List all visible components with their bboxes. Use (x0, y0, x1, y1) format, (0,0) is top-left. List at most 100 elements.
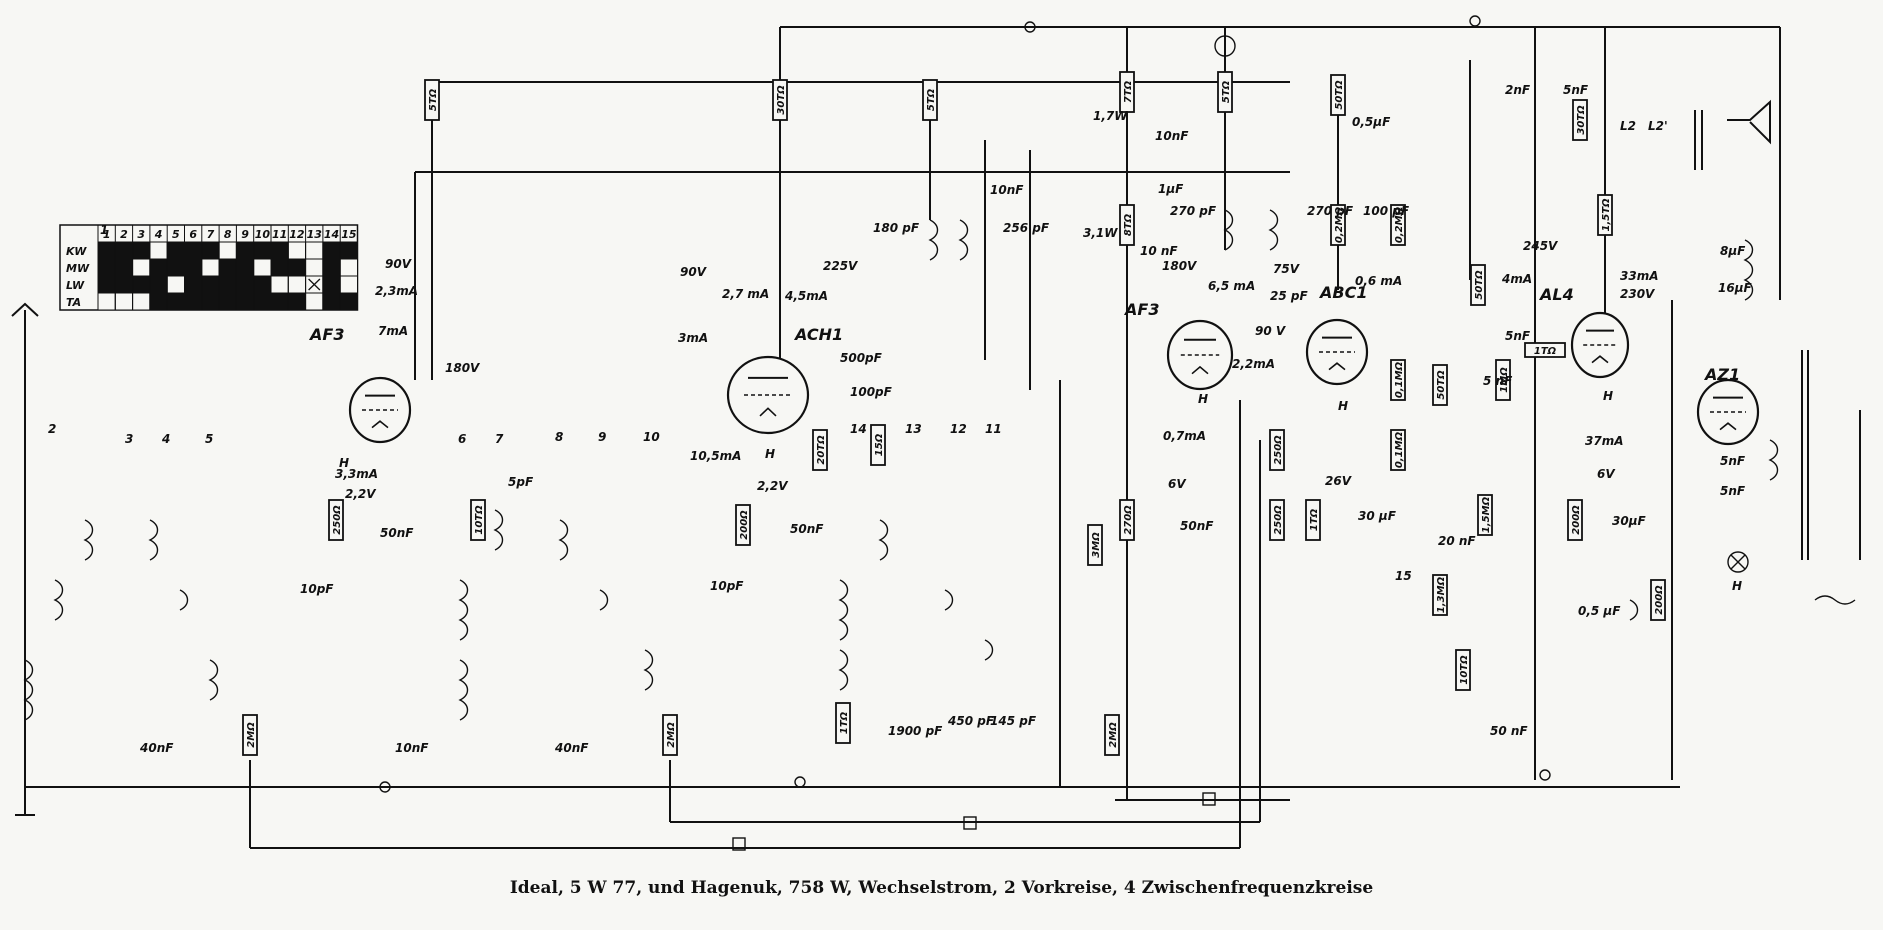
component-label: 4mA (1501, 272, 1532, 286)
component-label: 90 V (1255, 324, 1287, 338)
switch-cell (287, 275, 307, 294)
switch-cell (201, 258, 220, 277)
component-label: H (1732, 579, 1742, 593)
component-label: H (339, 456, 349, 470)
tube-filament (1328, 362, 1346, 371)
plus-terminal-icon (1024, 21, 1036, 33)
component-label: 14 (850, 422, 867, 436)
switch-cell (322, 258, 341, 277)
diagram-caption: Ideal, 5 W 77, und Hagenuk, 758 W, Wechs… (509, 878, 1374, 898)
component-label: 180 pF (873, 221, 920, 235)
switch-cell (270, 275, 289, 294)
switch-cell (184, 292, 203, 311)
component-label: 500pF (840, 351, 883, 365)
resistor (1390, 359, 1406, 401)
resistor (1390, 204, 1406, 246)
switch-cell (235, 241, 255, 260)
component-label: 30 µF (1358, 509, 1397, 523)
component-label: 10 (643, 430, 660, 444)
component-label: 50nF (380, 526, 414, 540)
resistor (870, 424, 886, 466)
resistor (1305, 499, 1321, 541)
component-label: 10nF (1155, 129, 1189, 143)
component-label: 256 pF (1003, 221, 1050, 235)
switch-cell (166, 241, 185, 260)
resistor (1597, 194, 1613, 236)
switch-cell (322, 275, 341, 294)
component-label: 6V (1597, 467, 1616, 481)
resistor-value: 2MΩ (246, 722, 257, 748)
resistor (1572, 99, 1588, 141)
switch-column-header: 6 (189, 228, 197, 241)
component-label: 0,7mA (1163, 429, 1206, 443)
switch-cell (166, 258, 185, 277)
resistor (1119, 71, 1135, 113)
component-label: 13 (905, 422, 922, 436)
resistor (922, 79, 938, 121)
resistor-value: 250Ω (1273, 505, 1284, 535)
resistor-value: 0,1MΩ (1394, 361, 1405, 398)
component-label: 1 (100, 223, 108, 237)
switch-cell (166, 275, 185, 294)
resistor (1470, 264, 1486, 306)
switch-cell (218, 258, 237, 277)
tube-label: ACH1 (793, 325, 843, 344)
tube-label: AL4 (1538, 285, 1574, 304)
component-label: H (1198, 392, 1208, 406)
resistor-value: 10TΩ (1459, 655, 1470, 685)
resistor (1104, 714, 1120, 756)
resistor (1119, 204, 1135, 246)
component-label: 50 nF (1490, 724, 1528, 738)
component-label: 2 (48, 422, 56, 436)
component-label: 12 (950, 422, 967, 436)
component-label: 25 pF (1270, 289, 1308, 303)
switch-cell (184, 275, 203, 294)
component-label: 245V (1523, 239, 1559, 253)
switch-column-header: 15 (341, 228, 357, 241)
component-label: 6 (458, 432, 466, 446)
component-label: 1µF (1158, 182, 1184, 196)
component-label: 100pF (850, 385, 893, 399)
resistor-value: 1,3MΩ (1436, 576, 1447, 613)
resistor-value: 0,2MΩ (1334, 206, 1345, 243)
component-label: 11 (985, 422, 1002, 436)
resistor-value: 2MΩ (666, 722, 677, 748)
feed-wires (249, 27, 1781, 848)
component-label: 2,3mA (375, 284, 418, 298)
component-label: H (765, 447, 775, 461)
switch-cell (114, 258, 134, 277)
component-label: 5nF (1720, 454, 1746, 468)
switch-column-header: 14 (324, 228, 339, 241)
resistor-value: 2MΩ (1108, 722, 1119, 748)
switch-column-header: 12 (289, 228, 305, 241)
component-label: 7mA (378, 324, 408, 338)
switch-cell (114, 241, 134, 260)
tube-filament (1719, 422, 1737, 431)
switch-cell (270, 292, 289, 311)
resistor (1330, 74, 1346, 116)
switch-column-header: 5 (172, 228, 180, 241)
switch-cell (305, 241, 324, 260)
switch-column-header: 2 (120, 228, 128, 241)
resistor (242, 714, 258, 756)
resistor (1269, 429, 1285, 471)
switch-cell (270, 241, 289, 260)
component-label: 450 pF (947, 714, 995, 728)
switch-cell (339, 241, 359, 260)
link-box-icon (963, 816, 977, 830)
switch-cell (218, 292, 237, 311)
switch-column-header: 8 (224, 228, 232, 241)
antenna-icon (11, 302, 39, 816)
component-label: 2,7 mA (722, 287, 769, 301)
component-label: 15 (1395, 569, 1412, 583)
coil-banks (23, 209, 1779, 721)
switch-cell (97, 292, 116, 311)
component-label: 1900 pF (888, 724, 943, 738)
component-label: L2 (1620, 119, 1636, 133)
resistor-value: 10TΩ (474, 505, 485, 535)
vacuum-tube-af3b (1166, 319, 1234, 391)
resistor (424, 79, 440, 121)
switch-cell (235, 258, 255, 277)
chassis-junction-icon (379, 781, 391, 793)
switch-cell (218, 275, 237, 294)
